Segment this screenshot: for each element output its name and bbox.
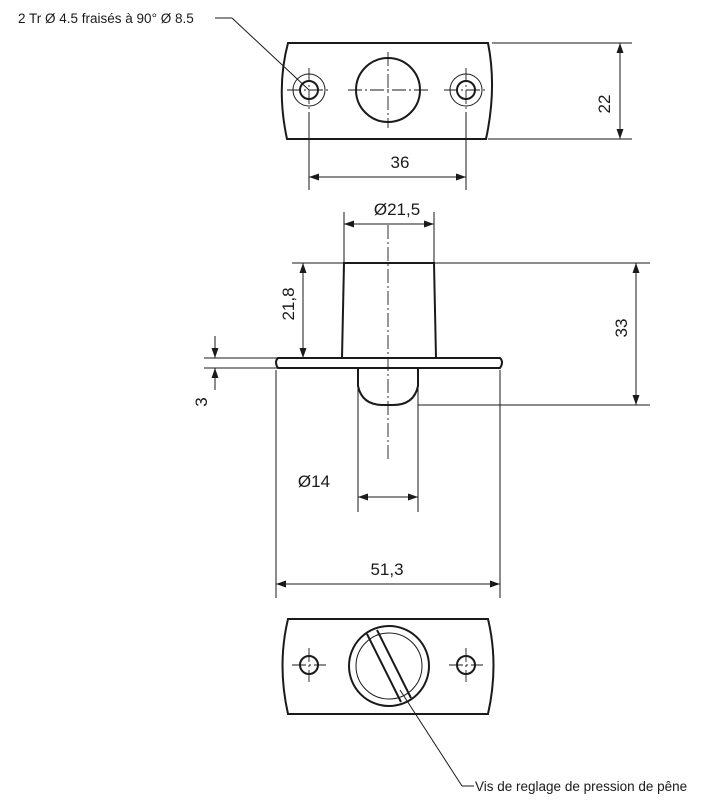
adjust-screw-outer: [348, 625, 430, 707]
countersink-note: 2 Tr Ø 4.5 fraisés à 90° Ø 8.5: [18, 11, 194, 26]
screw-note: Vis de reglage de pression de pêne: [475, 779, 687, 794]
bottom-view: Vis de reglage de pression de pêne: [281, 618, 687, 794]
dim-ball-diameter: Ø14: [298, 472, 330, 491]
adjust-screw-inner: [355, 632, 423, 700]
dim-plate-length: 51,3: [370, 560, 403, 579]
body-cylinder: [341, 262, 437, 359]
dim-body-diameter: Ø21,5: [374, 200, 420, 219]
screw-slot-edge-b: [376, 629, 412, 699]
dim-plate-thickness: 3: [192, 397, 211, 406]
side-plate: [275, 357, 503, 369]
dim-hole-spacing: 36: [391, 153, 410, 172]
screw-slot-edge-a: [366, 633, 402, 703]
top-plate-outline: [280, 42, 493, 140]
top-view: 22 36 2 Tr Ø 4.5 fraisés à 90° Ø 8.5: [18, 11, 632, 190]
dim-overall-height: 33: [612, 319, 631, 338]
dim-plate-height: 22: [595, 95, 614, 114]
bottom-plate-outline: [281, 618, 495, 715]
side-view: Ø21,5 21,8 33 3 Ø14 51,3: [192, 200, 650, 598]
dim-body-height: 21,8: [279, 287, 298, 320]
